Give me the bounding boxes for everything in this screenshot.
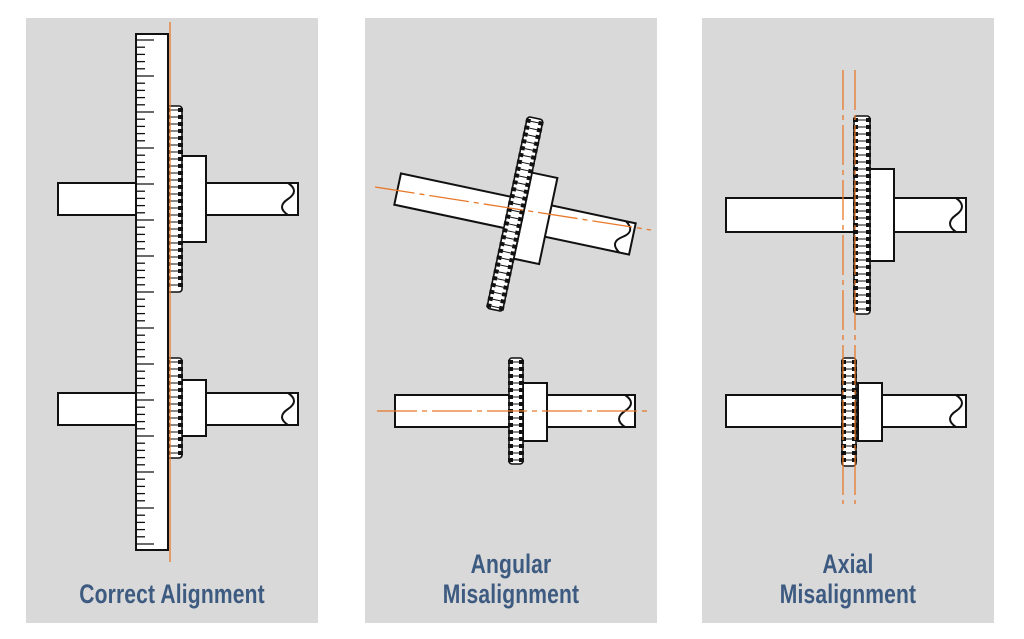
caption-angular-misalignment: Angular Misalignment bbox=[397, 549, 625, 609]
upper-tilted-assembly bbox=[393, 116, 637, 312]
upper-shaft-end-break bbox=[281, 182, 295, 216]
straightedge-ruler bbox=[135, 33, 169, 551]
upper-gear-teeth bbox=[853, 115, 871, 315]
lower-hub bbox=[522, 382, 548, 442]
panel-correct-alignment: Correct Alignment bbox=[26, 18, 318, 623]
lower-hub bbox=[179, 379, 207, 437]
upper-shaft-assembly bbox=[725, 115, 967, 315]
panel-axial-misalignment: Axial Misalignment bbox=[702, 18, 994, 623]
diagram-correct-alignment bbox=[57, 22, 299, 562]
caption-line: Misalignment bbox=[442, 579, 580, 609]
caption-line: Axial bbox=[822, 549, 874, 579]
caption-line: Correct Alignment bbox=[79, 579, 265, 609]
lower-hub bbox=[857, 382, 883, 442]
caption-line: Misalignment bbox=[779, 579, 917, 609]
upper-shaft-end-break bbox=[949, 197, 963, 233]
panel-angular-misalignment: Angular Misalignment bbox=[365, 18, 657, 623]
caption-correct-alignment: Correct Alignment bbox=[58, 579, 286, 609]
upper-hub bbox=[867, 168, 895, 262]
centerline-tilted bbox=[374, 186, 652, 231]
upper-hub bbox=[179, 155, 207, 243]
diagram-angular-misalignment bbox=[374, 116, 652, 465]
lower-shaft-assembly bbox=[57, 357, 299, 459]
upper-shaft-assembly bbox=[57, 105, 299, 293]
caption-line: Angular bbox=[470, 549, 552, 579]
ruler-ticks bbox=[136, 39, 154, 545]
lower-shaft-end-break bbox=[949, 394, 963, 428]
lower-shaft-end-break bbox=[281, 392, 295, 426]
diagram-axial-misalignment bbox=[725, 70, 967, 504]
lower-shaft-assembly bbox=[725, 357, 967, 467]
upper-gear-teeth-tilted bbox=[486, 116, 544, 312]
upper-shaft bbox=[725, 197, 967, 233]
caption-axial-misalignment: Axial Misalignment bbox=[734, 549, 962, 609]
